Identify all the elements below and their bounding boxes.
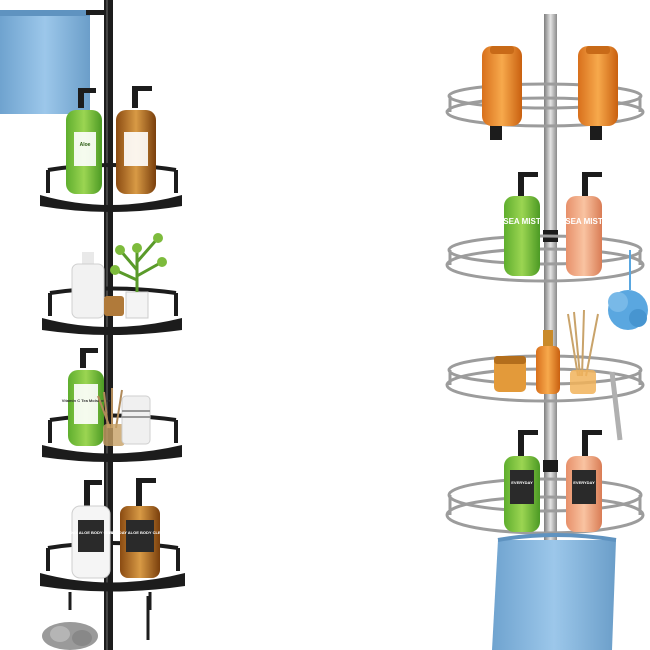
jar-right bbox=[494, 356, 526, 392]
razor-right bbox=[609, 371, 623, 441]
shelf-black-4 bbox=[40, 541, 185, 610]
bottle-label: EVERYDAY ALOE BODY CLEANSER bbox=[56, 530, 125, 535]
bottle-label: Aloe bbox=[80, 142, 91, 148]
pole-black bbox=[104, 0, 113, 650]
bottle-label: Vitamin C Tea Moisturizer bbox=[62, 398, 111, 403]
right-caddy: SEA MIST SEA MIST bbox=[445, 14, 648, 650]
left-caddy: Aloe Vitamin C Tea Moisturizer bbox=[0, 0, 185, 650]
diffuser-right bbox=[567, 309, 599, 394]
shelf-black-1 bbox=[40, 163, 182, 212]
bottle-orange-1 bbox=[482, 46, 522, 126]
diffuser bbox=[97, 388, 125, 446]
bottle-amber-right bbox=[536, 330, 560, 394]
bottle-label: SEA MIST bbox=[565, 217, 603, 226]
bottle-label: EVERYDAY bbox=[573, 480, 595, 485]
bottle-label: SEA MIST bbox=[503, 217, 541, 226]
white-jar bbox=[121, 395, 151, 445]
sponge bbox=[608, 250, 648, 330]
shelf-steel-2 bbox=[445, 234, 645, 283]
bottle-green-pump-2: Vitamin C Tea Moisturizer bbox=[62, 348, 111, 446]
bottle-peach-seamist: SEA MIST bbox=[565, 172, 603, 276]
bottle-white bbox=[71, 252, 105, 319]
shelf-black-2 bbox=[42, 286, 182, 335]
bottle-green-everyday: EVERYDAY bbox=[504, 430, 540, 532]
bottle-label: EVERYDAY bbox=[511, 480, 533, 485]
bottle-green-pump: Aloe bbox=[66, 88, 102, 194]
loofah bbox=[42, 622, 98, 650]
towel-rod bbox=[86, 10, 112, 15]
plant-icon bbox=[110, 233, 167, 319]
towel-right bbox=[492, 540, 616, 650]
bottle-green-seamist: SEA MIST bbox=[503, 172, 541, 276]
bottle-label: EVERYDAY ALOE BODY CLEANSER bbox=[105, 530, 174, 535]
towel-left bbox=[0, 10, 90, 114]
small-jar bbox=[104, 296, 124, 316]
bottle-orange-2 bbox=[578, 46, 618, 126]
bottle-peach-everyday: EVERYDAY bbox=[566, 430, 602, 532]
bottle-amber-pump bbox=[116, 86, 156, 194]
bottle-amber-pump-2: EVERYDAY ALOE BODY CLEANSER bbox=[105, 478, 175, 578]
shelf-steel-1 bbox=[445, 82, 645, 140]
shelf-steel-4 bbox=[445, 477, 645, 535]
bottle-white-pump: EVERYDAY ALOE BODY CLEANSER bbox=[56, 480, 126, 579]
